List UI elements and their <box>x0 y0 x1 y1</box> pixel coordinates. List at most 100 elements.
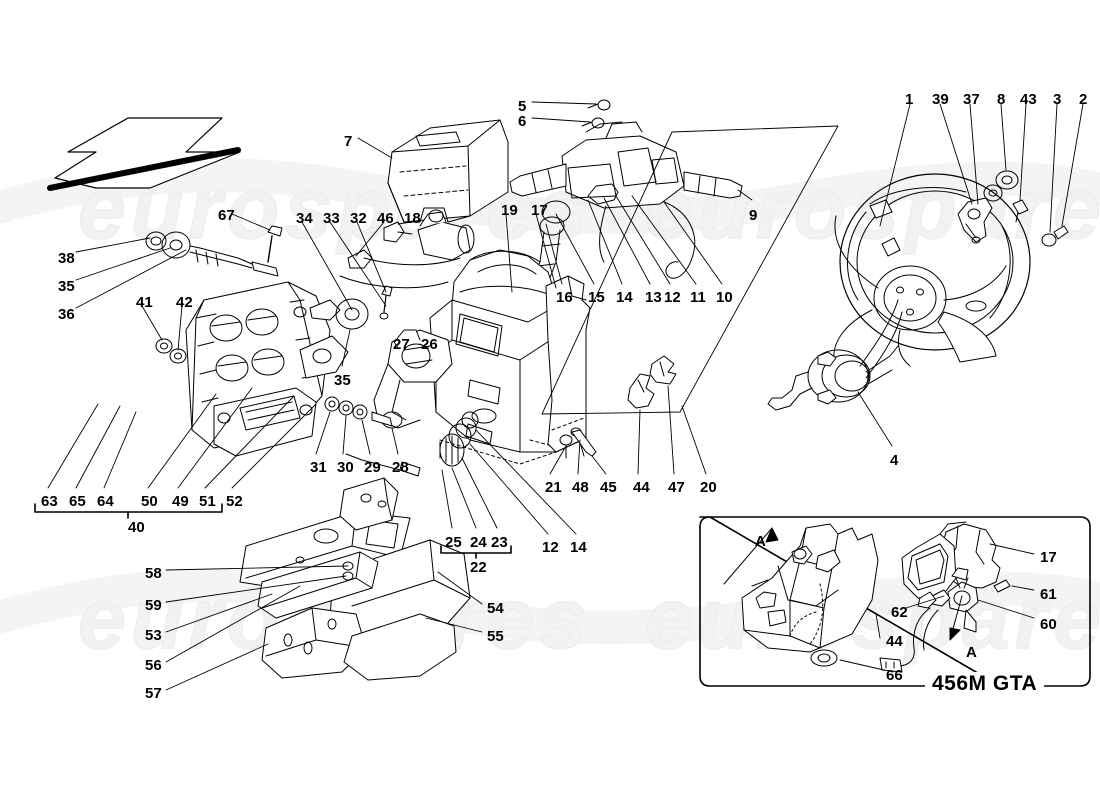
callout-A: A <box>755 533 766 550</box>
callout-19: 19 <box>501 202 518 219</box>
callout-36: 36 <box>58 306 75 323</box>
callout-33: 33 <box>323 210 340 227</box>
callout-14: 14 <box>570 539 587 556</box>
orientation-arrow-icon <box>47 117 241 191</box>
callout-64: 64 <box>97 493 114 510</box>
ignition-switch-group <box>293 209 475 330</box>
callout-41: 41 <box>136 294 153 311</box>
upper-shroud-part-7 <box>387 119 509 223</box>
callout-32: 32 <box>350 210 367 227</box>
callout-38: 38 <box>58 250 75 267</box>
clock-spring-unit-part-4 <box>767 299 903 411</box>
callout-28: 28 <box>392 459 409 476</box>
callout-35: 35 <box>58 278 75 295</box>
clip-44 <box>627 373 655 409</box>
callout-35: 35 <box>334 372 351 389</box>
callout-4: 4 <box>890 452 899 469</box>
fastener-41 <box>155 338 173 354</box>
callout-48: 48 <box>572 479 589 496</box>
callout-A: A <box>966 644 977 661</box>
callout-20: 20 <box>700 479 717 496</box>
fastener-5 <box>587 99 611 111</box>
callout-45: 45 <box>600 479 617 496</box>
callout-27: 27 <box>393 336 410 353</box>
inset-title: 456M GTA <box>925 672 1045 696</box>
upper-shaft-assembly <box>145 225 283 277</box>
callout-44: 44 <box>633 479 650 496</box>
callout-9: 9 <box>749 207 758 224</box>
callout-62: 62 <box>891 604 908 621</box>
section-arrow-a-right <box>949 595 963 641</box>
callout-49: 49 <box>172 493 189 510</box>
lower-trim-panels <box>239 477 471 681</box>
callout-1: 1 <box>905 91 914 108</box>
callout-12: 12 <box>664 289 681 306</box>
callout-5: 5 <box>518 98 527 115</box>
callout-40: 40 <box>128 519 145 536</box>
callout-52: 52 <box>226 493 243 510</box>
callout-14: 14 <box>616 289 633 306</box>
callout-63: 63 <box>41 493 58 510</box>
callout-37: 37 <box>963 91 980 108</box>
steering-wheel-part-1 <box>833 173 1031 367</box>
leader-lines <box>47 101 1084 691</box>
inset-box-456m-gta <box>699 516 1091 687</box>
callout-58: 58 <box>145 565 162 582</box>
wheel-fasteners <box>957 170 1069 247</box>
fastener-21 <box>559 434 573 459</box>
callout-18: 18 <box>404 210 421 227</box>
callout-53: 53 <box>145 627 162 644</box>
clip-47 <box>649 355 677 385</box>
callout-61: 61 <box>1040 586 1057 603</box>
callout-23: 23 <box>491 534 508 551</box>
callout-66: 66 <box>886 667 903 684</box>
callout-60: 60 <box>1040 616 1057 633</box>
callout-12: 12 <box>542 539 559 556</box>
callout-47: 47 <box>668 479 685 496</box>
callout-13: 13 <box>645 289 662 306</box>
callout-43: 43 <box>1020 91 1037 108</box>
callout-29: 29 <box>364 459 381 476</box>
callout-67: 67 <box>218 207 235 224</box>
callout-46: 46 <box>377 210 394 227</box>
svg-text:eurospares: eurospares <box>78 161 592 257</box>
callout-39: 39 <box>932 91 949 108</box>
callout-6: 6 <box>518 113 527 130</box>
callout-region-outline <box>541 125 839 415</box>
fastener-45 <box>571 429 597 457</box>
inset-leader-lines <box>839 543 1035 671</box>
inset-switch-17 <box>879 521 1011 673</box>
callout-44: 44 <box>886 633 903 650</box>
callout-10: 10 <box>716 289 733 306</box>
callout-55: 55 <box>487 628 504 645</box>
fastener-42 <box>169 348 187 364</box>
bracket-22 <box>440 545 512 559</box>
callout-34: 34 <box>296 210 313 227</box>
callout-16: 16 <box>556 289 573 306</box>
callout-3: 3 <box>1053 91 1062 108</box>
callout-17: 17 <box>1040 549 1057 566</box>
fastener-6 <box>581 117 605 129</box>
callout-2: 2 <box>1079 91 1088 108</box>
callout-24: 24 <box>470 534 487 551</box>
section-arrow-a-left <box>723 527 779 585</box>
callout-57: 57 <box>145 685 162 702</box>
callout-31: 31 <box>310 459 327 476</box>
callout-7: 7 <box>344 133 353 150</box>
callout-30: 30 <box>337 459 354 476</box>
callout-65: 65 <box>69 493 86 510</box>
callout-11: 11 <box>690 289 706 306</box>
callout-26: 26 <box>421 336 438 353</box>
callout-25: 25 <box>445 534 462 551</box>
callout-59: 59 <box>145 597 162 614</box>
callout-8: 8 <box>997 91 1006 108</box>
callout-21: 21 <box>545 479 562 496</box>
callout-17: 17 <box>531 202 548 219</box>
callout-50: 50 <box>141 493 158 510</box>
callout-51: 51 <box>199 493 216 510</box>
callout-42: 42 <box>176 294 193 311</box>
lower-shroud-shell <box>545 275 591 453</box>
inset-shroud-44 <box>741 523 879 667</box>
